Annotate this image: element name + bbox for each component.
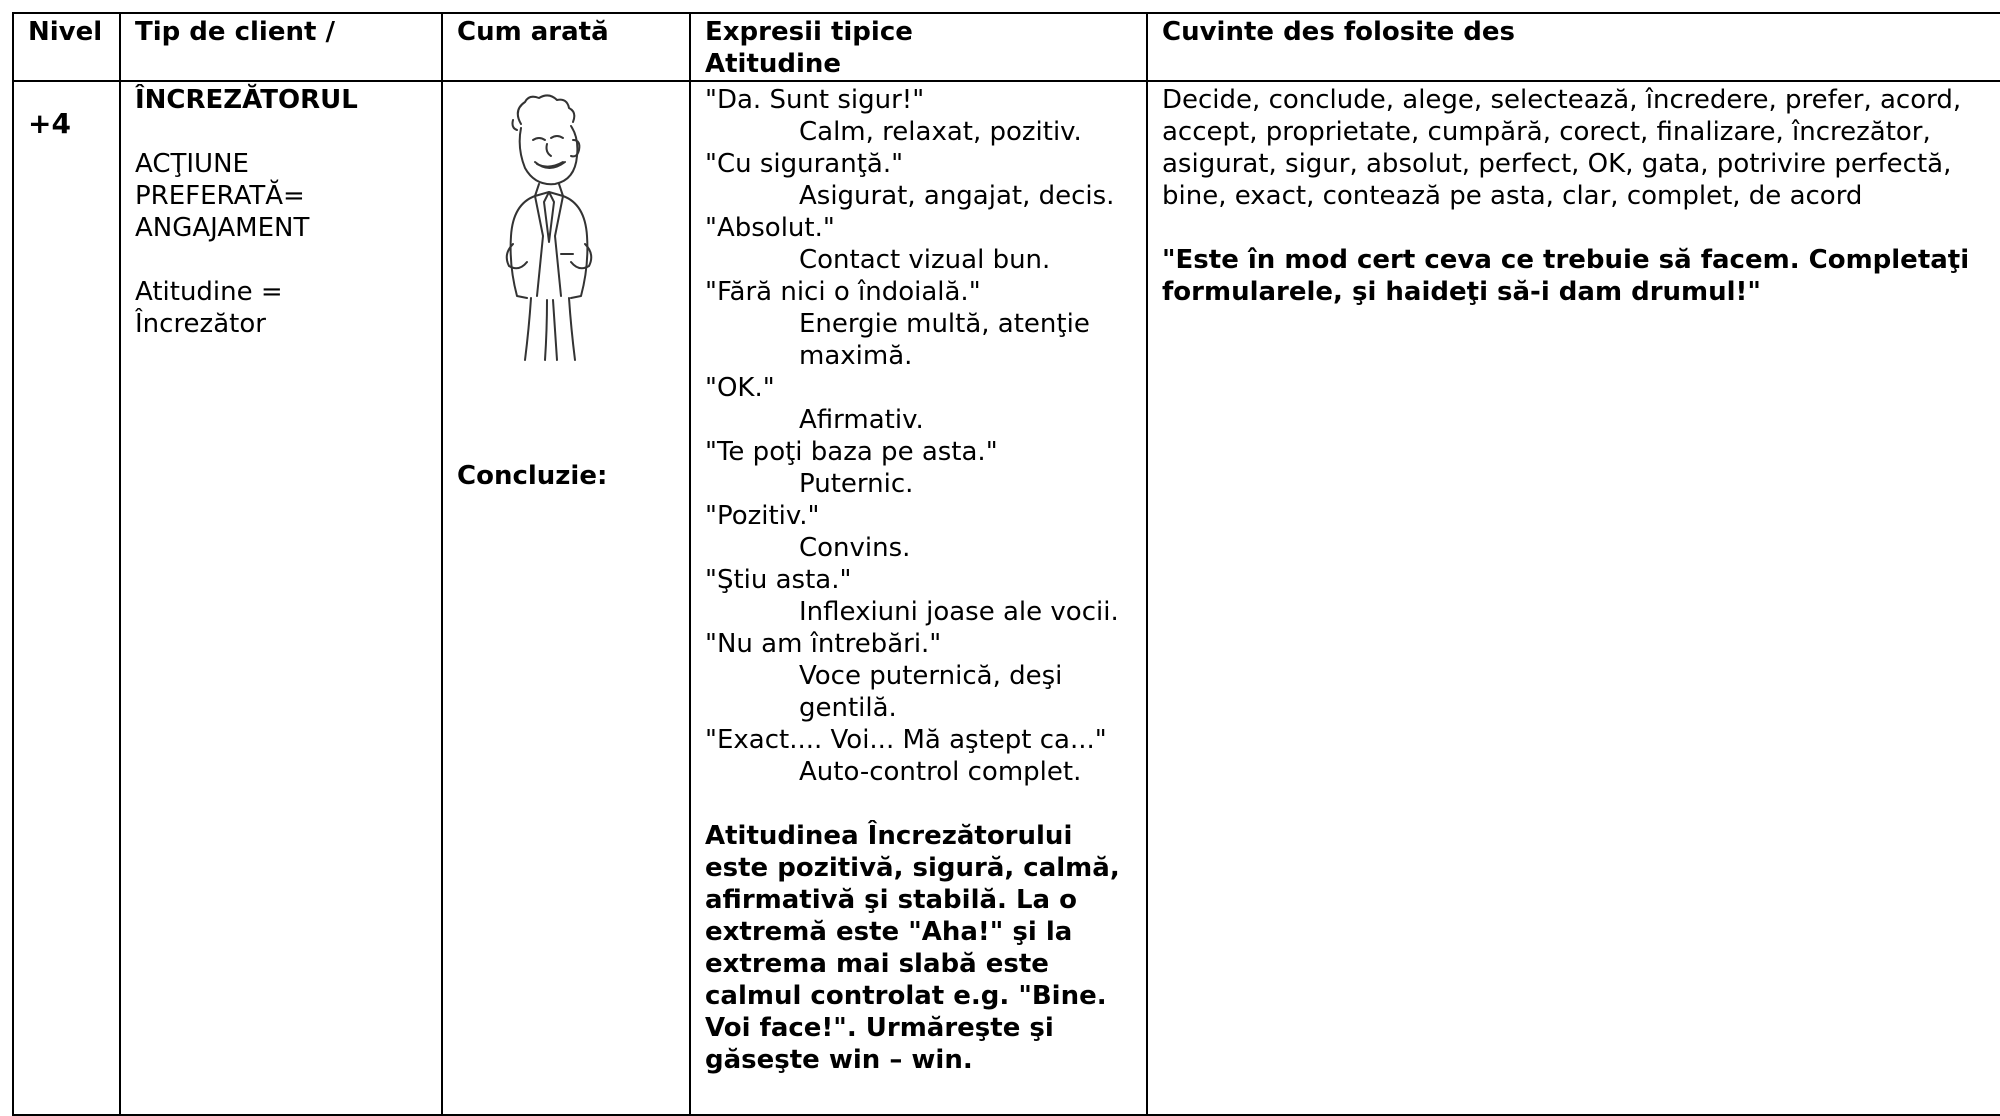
attitude-line-2: Încrezător (135, 309, 266, 339)
example-quote: "Este în mod cert ceva ce trebuie să fac… (1162, 245, 1970, 307)
action-line-1: ACŢIUNE (135, 149, 249, 179)
expression-quote: "Ştiu asta." (705, 565, 852, 595)
expression-quote: "Fără nici o îndoială." (705, 277, 981, 307)
expression-quote: "Pozitiv." (705, 501, 820, 531)
expressions-list: "Da. Sunt sigur!"Calm, relaxat, pozitiv.… (705, 84, 1132, 788)
frequent-words: Decide, conclude, alege, selectează, înc… (1162, 85, 1962, 211)
expression-attitude: Asigurat, angajat, decis. (799, 181, 1115, 211)
expression-quote: "Te poţi baza pe asta." (705, 437, 998, 467)
level-value: +4 (28, 107, 71, 140)
header-cuvinte: Cuvinte des folosite des (1146, 12, 2000, 82)
attitude-line-1: Atitudine = (135, 277, 283, 307)
action-line-3: ANGAJAMENT (135, 213, 310, 243)
cell-words: Decide, conclude, alege, selectează, înc… (1146, 80, 2000, 1116)
confident-man-sketch-icon (505, 94, 593, 361)
client-type-table: Nivel Tip de client / Cum arată Expresii… (12, 12, 2000, 1116)
expression-quote: "OK." (705, 373, 775, 403)
expression-quote: "Nu am întrebări." (705, 629, 942, 659)
expression-attitude: Voce puternică, deşi gentilă. (799, 661, 1063, 723)
expression-attitude: Calm, relaxat, pozitiv. (799, 117, 1082, 147)
cell-appearance: Concluzie: (441, 80, 691, 1116)
header-tip: Tip de client / (119, 12, 443, 82)
expression-attitude: Energie multă, atenţie maximă. (799, 309, 1090, 371)
table-row: +4 ÎNCREZĂTORUL ACŢIUNE PREFERATĂ= ANGAJ… (12, 80, 2000, 1116)
expression-attitude: Inflexiuni joase ale vocii. (799, 597, 1119, 627)
header-cum: Cum arată (441, 12, 691, 82)
attitude-summary: Atitudinea Încrezătorului este pozitivă,… (705, 821, 1120, 1075)
header-expresii-line2: Atitudine (705, 49, 842, 79)
expression-attitude: Convins. (799, 533, 911, 563)
expression-attitude: Contact vizual bun. (799, 245, 1051, 275)
cell-expressions: "Da. Sunt sigur!"Calm, relaxat, pozitiv.… (689, 80, 1148, 1116)
cell-client-type: ÎNCREZĂTORUL ACŢIUNE PREFERATĂ= ANGAJAME… (119, 80, 443, 1116)
expression-quote: "Exact.... Voi... Mă aştept ca..." (705, 725, 1107, 755)
conclusion-label: Concluzie: (457, 461, 608, 491)
expression-attitude: Auto-control complet. (799, 757, 1082, 787)
expression-attitude: Afirmativ. (799, 405, 924, 435)
header-expresii: Expresii tipice Atitudine (689, 12, 1148, 82)
action-line-2: PREFERATĂ= (135, 181, 305, 211)
cell-level: +4 (12, 80, 121, 1116)
expression-attitude: Puternic. (799, 469, 914, 499)
expression-quote: "Absolut." (705, 213, 835, 243)
header-expresii-line1: Expresii tipice (705, 17, 913, 47)
client-type-name: ÎNCREZĂTORUL (135, 85, 358, 115)
expression-quote: "Da. Sunt sigur!" (705, 85, 925, 115)
header-row: Nivel Tip de client / Cum arată Expresii… (12, 12, 2000, 82)
expression-quote: "Cu siguranţă." (705, 149, 904, 179)
header-nivel: Nivel (12, 12, 121, 82)
